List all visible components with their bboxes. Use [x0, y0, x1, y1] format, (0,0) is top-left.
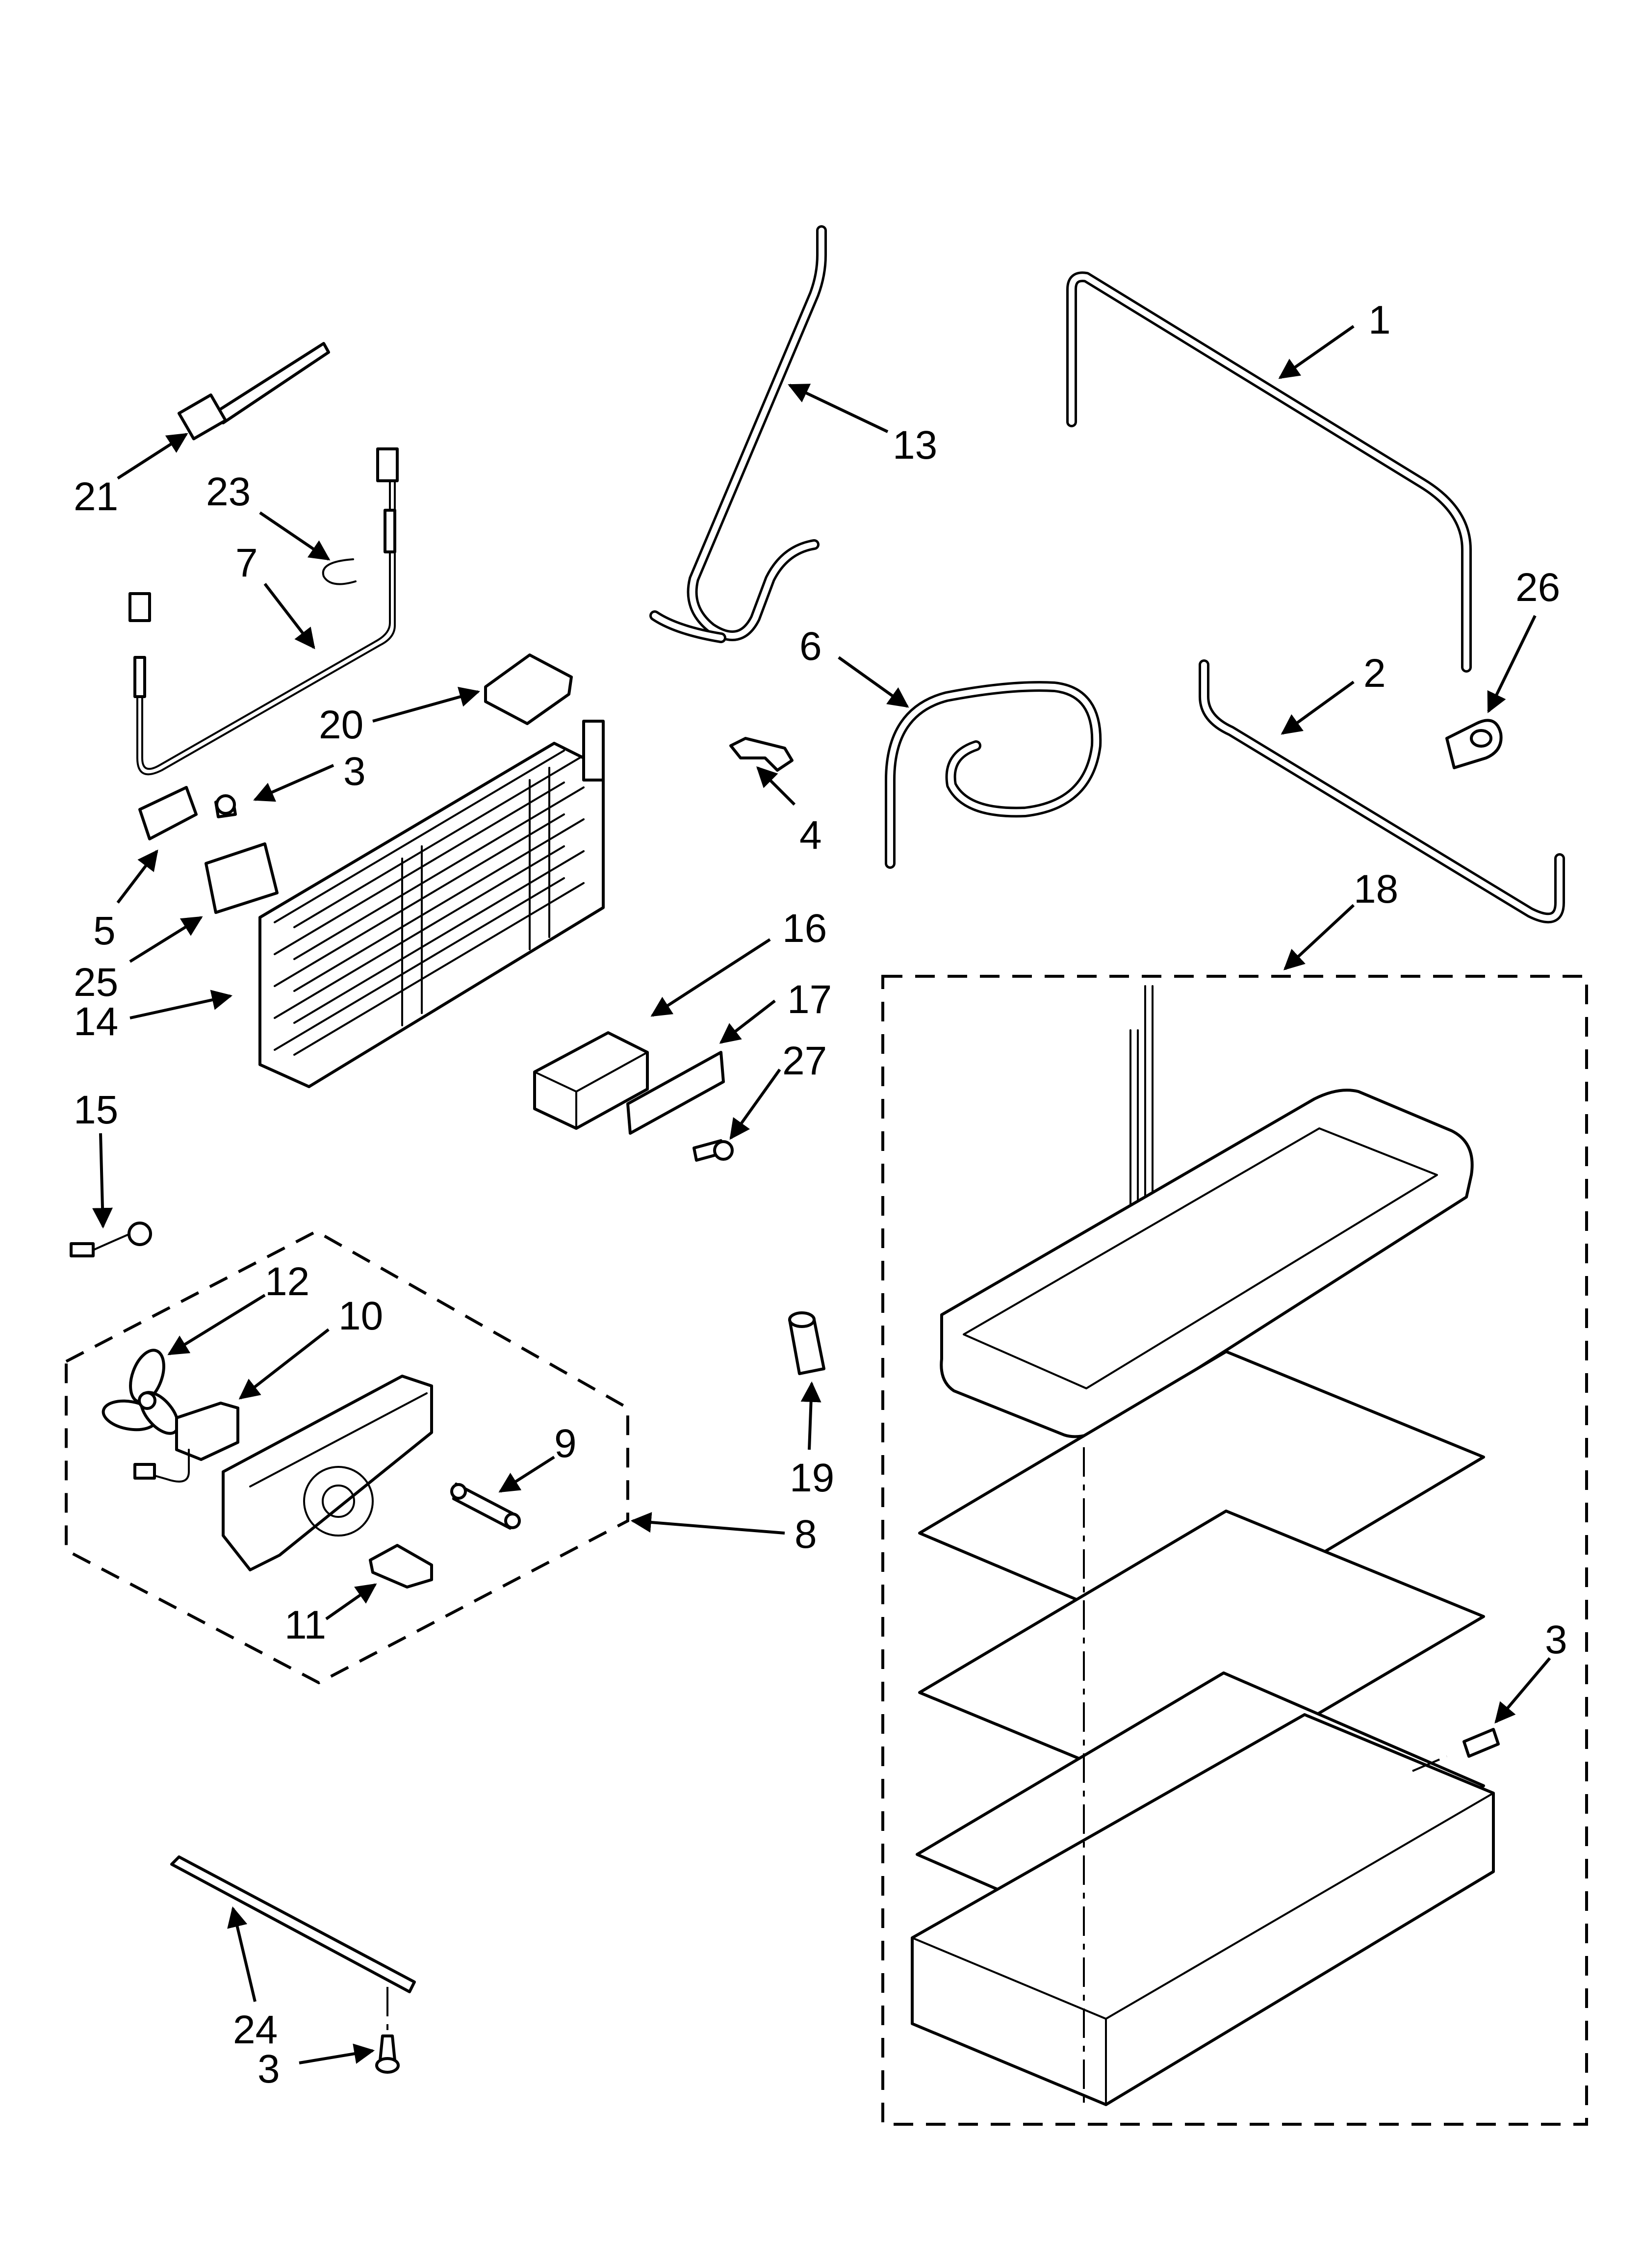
callout-1: 1	[1368, 298, 1391, 342]
part-15-evaporator	[258, 720, 605, 1088]
leader-3-upper	[253, 764, 334, 802]
part-8-fan-shroud	[222, 1375, 433, 1571]
callout-2: 2	[1363, 651, 1386, 696]
part-10-motor	[133, 1402, 239, 1483]
part-16-assembly-boundary	[881, 975, 1588, 2126]
part-19-grommet	[788, 1311, 825, 1375]
leader-12	[167, 1294, 266, 1356]
part-11-bracket	[369, 1544, 433, 1589]
part-25-foam	[205, 842, 279, 914]
callout-6: 6	[799, 624, 822, 669]
part-5-bracket	[138, 786, 198, 840]
callout-20: 20	[319, 703, 363, 747]
callout-13: 13	[893, 423, 937, 468]
leader-8	[630, 1512, 785, 1535]
callout-23: 23	[206, 469, 251, 514]
part-3-screw-right	[1462, 1728, 1500, 1758]
leader-11	[325, 1583, 377, 1620]
leader-13	[788, 384, 889, 433]
part-24-strip	[170, 1855, 416, 1993]
part-26-clamp	[1445, 719, 1503, 769]
callout-11: 11	[284, 1603, 326, 1647]
callout-9: 9	[554, 1421, 577, 1466]
leader-23	[259, 511, 331, 561]
callout-5: 5	[93, 909, 116, 953]
callout-3-bottom: 3	[257, 2047, 280, 2091]
callout-25: 25	[74, 960, 118, 1005]
leader-3-right	[1494, 1657, 1551, 1724]
part-13-tube	[649, 225, 827, 643]
callout-16: 18	[1354, 867, 1398, 912]
leader-21	[117, 433, 188, 480]
leader-18	[719, 999, 776, 1044]
callout-3-right: 3	[1545, 1617, 1567, 1662]
leader-7	[263, 583, 315, 650]
part-2-tube	[1199, 659, 1565, 924]
callout-19: 19	[790, 1456, 834, 1500]
part-14-fuse	[70, 1222, 152, 1257]
leader-5	[116, 849, 158, 904]
part-6-tube	[885, 681, 1102, 869]
callout-7: 7	[235, 541, 258, 585]
leader-16	[1283, 904, 1355, 970]
callout-14: 15	[74, 1088, 118, 1132]
callout-26: 26	[1515, 565, 1560, 610]
leader-15	[129, 990, 233, 1019]
part-27-screw	[693, 1139, 734, 1162]
leader-4	[756, 766, 796, 806]
leader-24	[227, 1906, 257, 2002]
leader-17	[650, 938, 771, 1017]
leader-6	[838, 656, 909, 708]
part-3-screw-upper	[214, 794, 237, 818]
callout-18: 17	[787, 977, 832, 1022]
callout-27: 27	[782, 1039, 827, 1083]
part-1-tube	[1066, 271, 1472, 673]
callout-4: 4	[799, 813, 822, 858]
callout-17: 16	[782, 906, 827, 951]
leader-3-bottom	[299, 2043, 375, 2064]
part-8-assembly-boundary	[65, 1229, 629, 1685]
leader-14	[92, 1133, 113, 1229]
part-17-bracket	[533, 1031, 649, 1130]
leader-20	[372, 686, 481, 723]
part-20-pad	[484, 653, 573, 725]
part-16-drain-pan	[911, 985, 1495, 2106]
leader-26	[1487, 615, 1537, 713]
part-21-cable-tie	[177, 342, 330, 441]
part-7-wire-harness	[128, 447, 399, 776]
callout-15: 14	[74, 999, 118, 1044]
centerline-3-right	[1412, 1755, 1447, 1772]
leader-10	[238, 1328, 330, 1400]
leader-9	[498, 1456, 555, 1493]
leader-2	[1281, 680, 1355, 735]
callout-24: 24	[233, 2007, 278, 2052]
part-4-clip	[729, 737, 794, 772]
leader-27	[729, 1069, 781, 1140]
part-12-fan-blade	[102, 1349, 180, 1435]
callout-10: 10	[338, 1294, 383, 1338]
part-3-screw-bottom	[375, 2034, 400, 2074]
part-18-cover	[626, 1051, 725, 1135]
callout-8: 8	[795, 1512, 817, 1557]
leader-19	[800, 1381, 821, 1450]
leader-25	[129, 916, 203, 963]
leader-1	[1278, 325, 1355, 379]
callout-12: 12	[265, 1259, 309, 1304]
part-23-clip	[322, 558, 357, 585]
part-9-bracket	[450, 1483, 521, 1530]
callout-21: 21	[74, 474, 118, 519]
callout-3-upper: 3	[343, 749, 366, 794]
